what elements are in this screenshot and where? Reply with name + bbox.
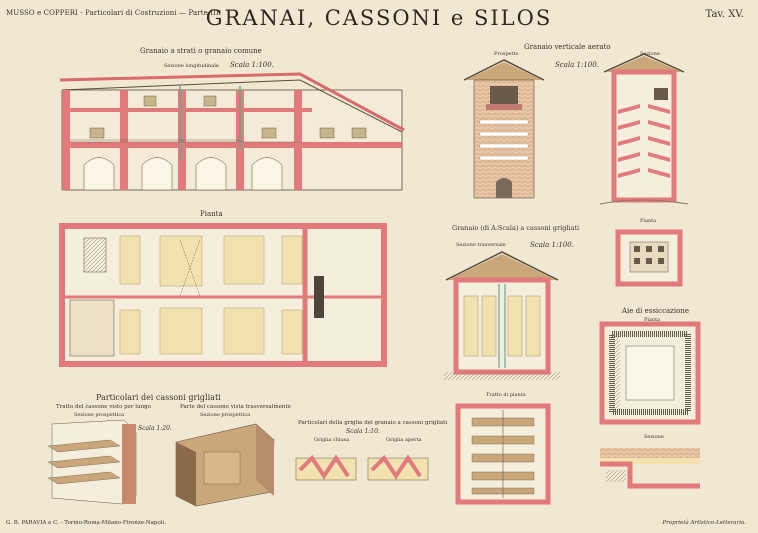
caption-sezione-trasversale: Sezione trasversale — [456, 242, 506, 248]
drying-floor-plan — [599, 321, 701, 425]
grated-bins-section — [444, 251, 560, 380]
copyright-footer: Proprietà Artistico-Letteraria. — [662, 520, 746, 526]
caption-sezione-prospettica-1: Sezione prospettica — [74, 412, 125, 418]
caption-scale-20: Scala 1:20. — [138, 425, 172, 432]
caption-scale-10: Scala 1:10. — [346, 428, 380, 435]
caption-sezione-silo: Sezione — [640, 51, 660, 57]
caption-cassoni-grigliati: Granaio (di A.Scala) a cassoni grigliati — [452, 224, 580, 232]
caption-aie-pianta: Pianta — [644, 317, 661, 323]
caption-sezione-longitudinale: Sezione longitudinale — [164, 63, 219, 69]
caption-griglia-aperta: Griglia aperta — [386, 437, 422, 443]
grate-closed-detail — [295, 454, 357, 481]
caption-tratto-lungo: Tratto del cassone visto per lungo — [56, 404, 151, 410]
publisher-footer: G. B. PARAVIA e C. - Torino-Roma-Milano-… — [6, 520, 167, 526]
caption-scale-100-a: Scala 1:100. — [230, 61, 274, 69]
caption-parte-trasversale: Parte del cassone vista trasversalmente — [180, 404, 291, 410]
caption-granaio-verticale: Granaio verticale aerato — [524, 43, 611, 51]
caption-granaio-strati: Granaio a strati o granaio comune — [140, 47, 262, 55]
caption-scale-100-c: Scala 1:100. — [530, 241, 574, 249]
caption-sezione-prospettica-2: Sezione prospettica — [200, 412, 251, 418]
caption-griglia-chiusa: Griglia chiusa — [314, 437, 350, 443]
caption-tratto-pianta: Tratto di pianta — [486, 392, 526, 398]
drying-floor-section — [600, 448, 700, 489]
caption-particolari: Particolari dei cassoni grigliati — [96, 393, 221, 402]
plate-number: Tav. XV. — [705, 9, 744, 20]
caption-pianta-silo: Pianta — [640, 218, 657, 224]
caption-aie: Aie di essiccazione — [622, 307, 689, 315]
grated-bins-plan — [455, 403, 551, 505]
bin-transverse-detail — [175, 423, 275, 507]
plate-title: GRANAI, CASSONI e SILOS — [205, 6, 553, 30]
silo-section — [599, 53, 689, 205]
series-header: MUSSO e COPPERI - Particolari di Costruz… — [6, 9, 222, 17]
caption-aie-sezione: Sezione — [644, 434, 664, 440]
caption-scale-100-b: Scala 1:100. — [555, 61, 599, 69]
bin-longitudinal-detail — [47, 419, 137, 505]
caption-pianta: Pianta — [200, 210, 223, 218]
silo-plan — [615, 229, 683, 287]
caption-prospetto: Prospetto — [494, 51, 519, 57]
silo-elevation — [463, 59, 545, 199]
longitudinal-section — [59, 72, 405, 191]
floor-plan — [59, 223, 387, 367]
caption-griglia-particolari: Particolari della griglia del granaio a … — [298, 420, 448, 426]
grate-open-detail — [367, 454, 429, 481]
